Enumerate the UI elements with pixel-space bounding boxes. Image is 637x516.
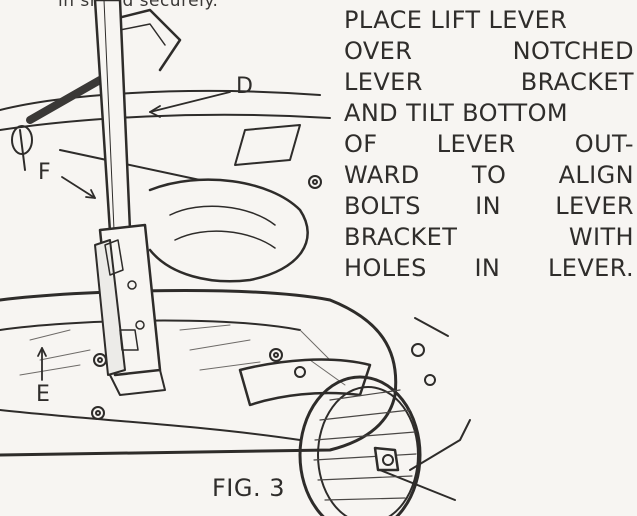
callout-e-label: E (36, 382, 50, 407)
instruction-line: AND TILT BOTTOM (344, 98, 634, 129)
deck-outline (0, 289, 398, 457)
figure-label: FIG. 3 (212, 474, 286, 502)
instruction-line: WARD TO ALIGN (344, 160, 634, 191)
instruction-line: OVER NOTCHED (344, 36, 634, 67)
instruction-word: PLACE LIFT LEVER (344, 6, 568, 34)
instruction-word: OUT- (574, 130, 634, 158)
instruction-line: OF LEVER OUT- (344, 129, 634, 160)
instruction-line: HOLES IN LEVER. (344, 253, 634, 284)
instruction-word: IN (474, 254, 501, 282)
instruction-line: BRACKET WITH (344, 222, 634, 253)
instruction-text: PLACE LIFT LEVER OVER NOTCHED LEVER BRACKET A… (344, 5, 634, 284)
instruction-line: LEVER BRACKET (344, 67, 634, 98)
instruction-word: LEVER (436, 130, 516, 158)
instruction-word: ALIGN (558, 161, 634, 189)
instruction-word: AND TILT BOTTOM (344, 99, 569, 127)
instruction-line: PLACE LIFT LEVER (344, 5, 634, 36)
instruction-word: WITH (568, 223, 634, 251)
engine-dome (148, 178, 309, 283)
instruction-word: OVER (344, 37, 413, 65)
instruction-word: HOLES (344, 254, 427, 282)
callout-d-label: D (236, 74, 253, 99)
instruction-word: LEVER. (548, 254, 634, 282)
instruction-word: OF (344, 130, 378, 158)
callout-f-label: F (38, 160, 51, 185)
wheel (298, 375, 422, 516)
instruction-line: BOLTS IN LEVER (344, 191, 634, 222)
top-note: in shield securely. (58, 0, 219, 11)
instruction-word: WARD (344, 161, 420, 189)
instruction-word: BRACKET (344, 223, 458, 251)
instruction-word: BOLTS (344, 192, 421, 220)
callout-f-leader (61, 176, 96, 199)
instruction-word: LEVER (344, 68, 423, 96)
instruction-word: IN (475, 192, 501, 220)
callout-d-leader (149, 91, 231, 113)
instruction-word: NOTCHED (512, 37, 634, 65)
instruction-word: TO (471, 161, 507, 189)
instruction-word: LEVER (555, 192, 634, 220)
instruction-word: BRACKET (520, 68, 634, 96)
